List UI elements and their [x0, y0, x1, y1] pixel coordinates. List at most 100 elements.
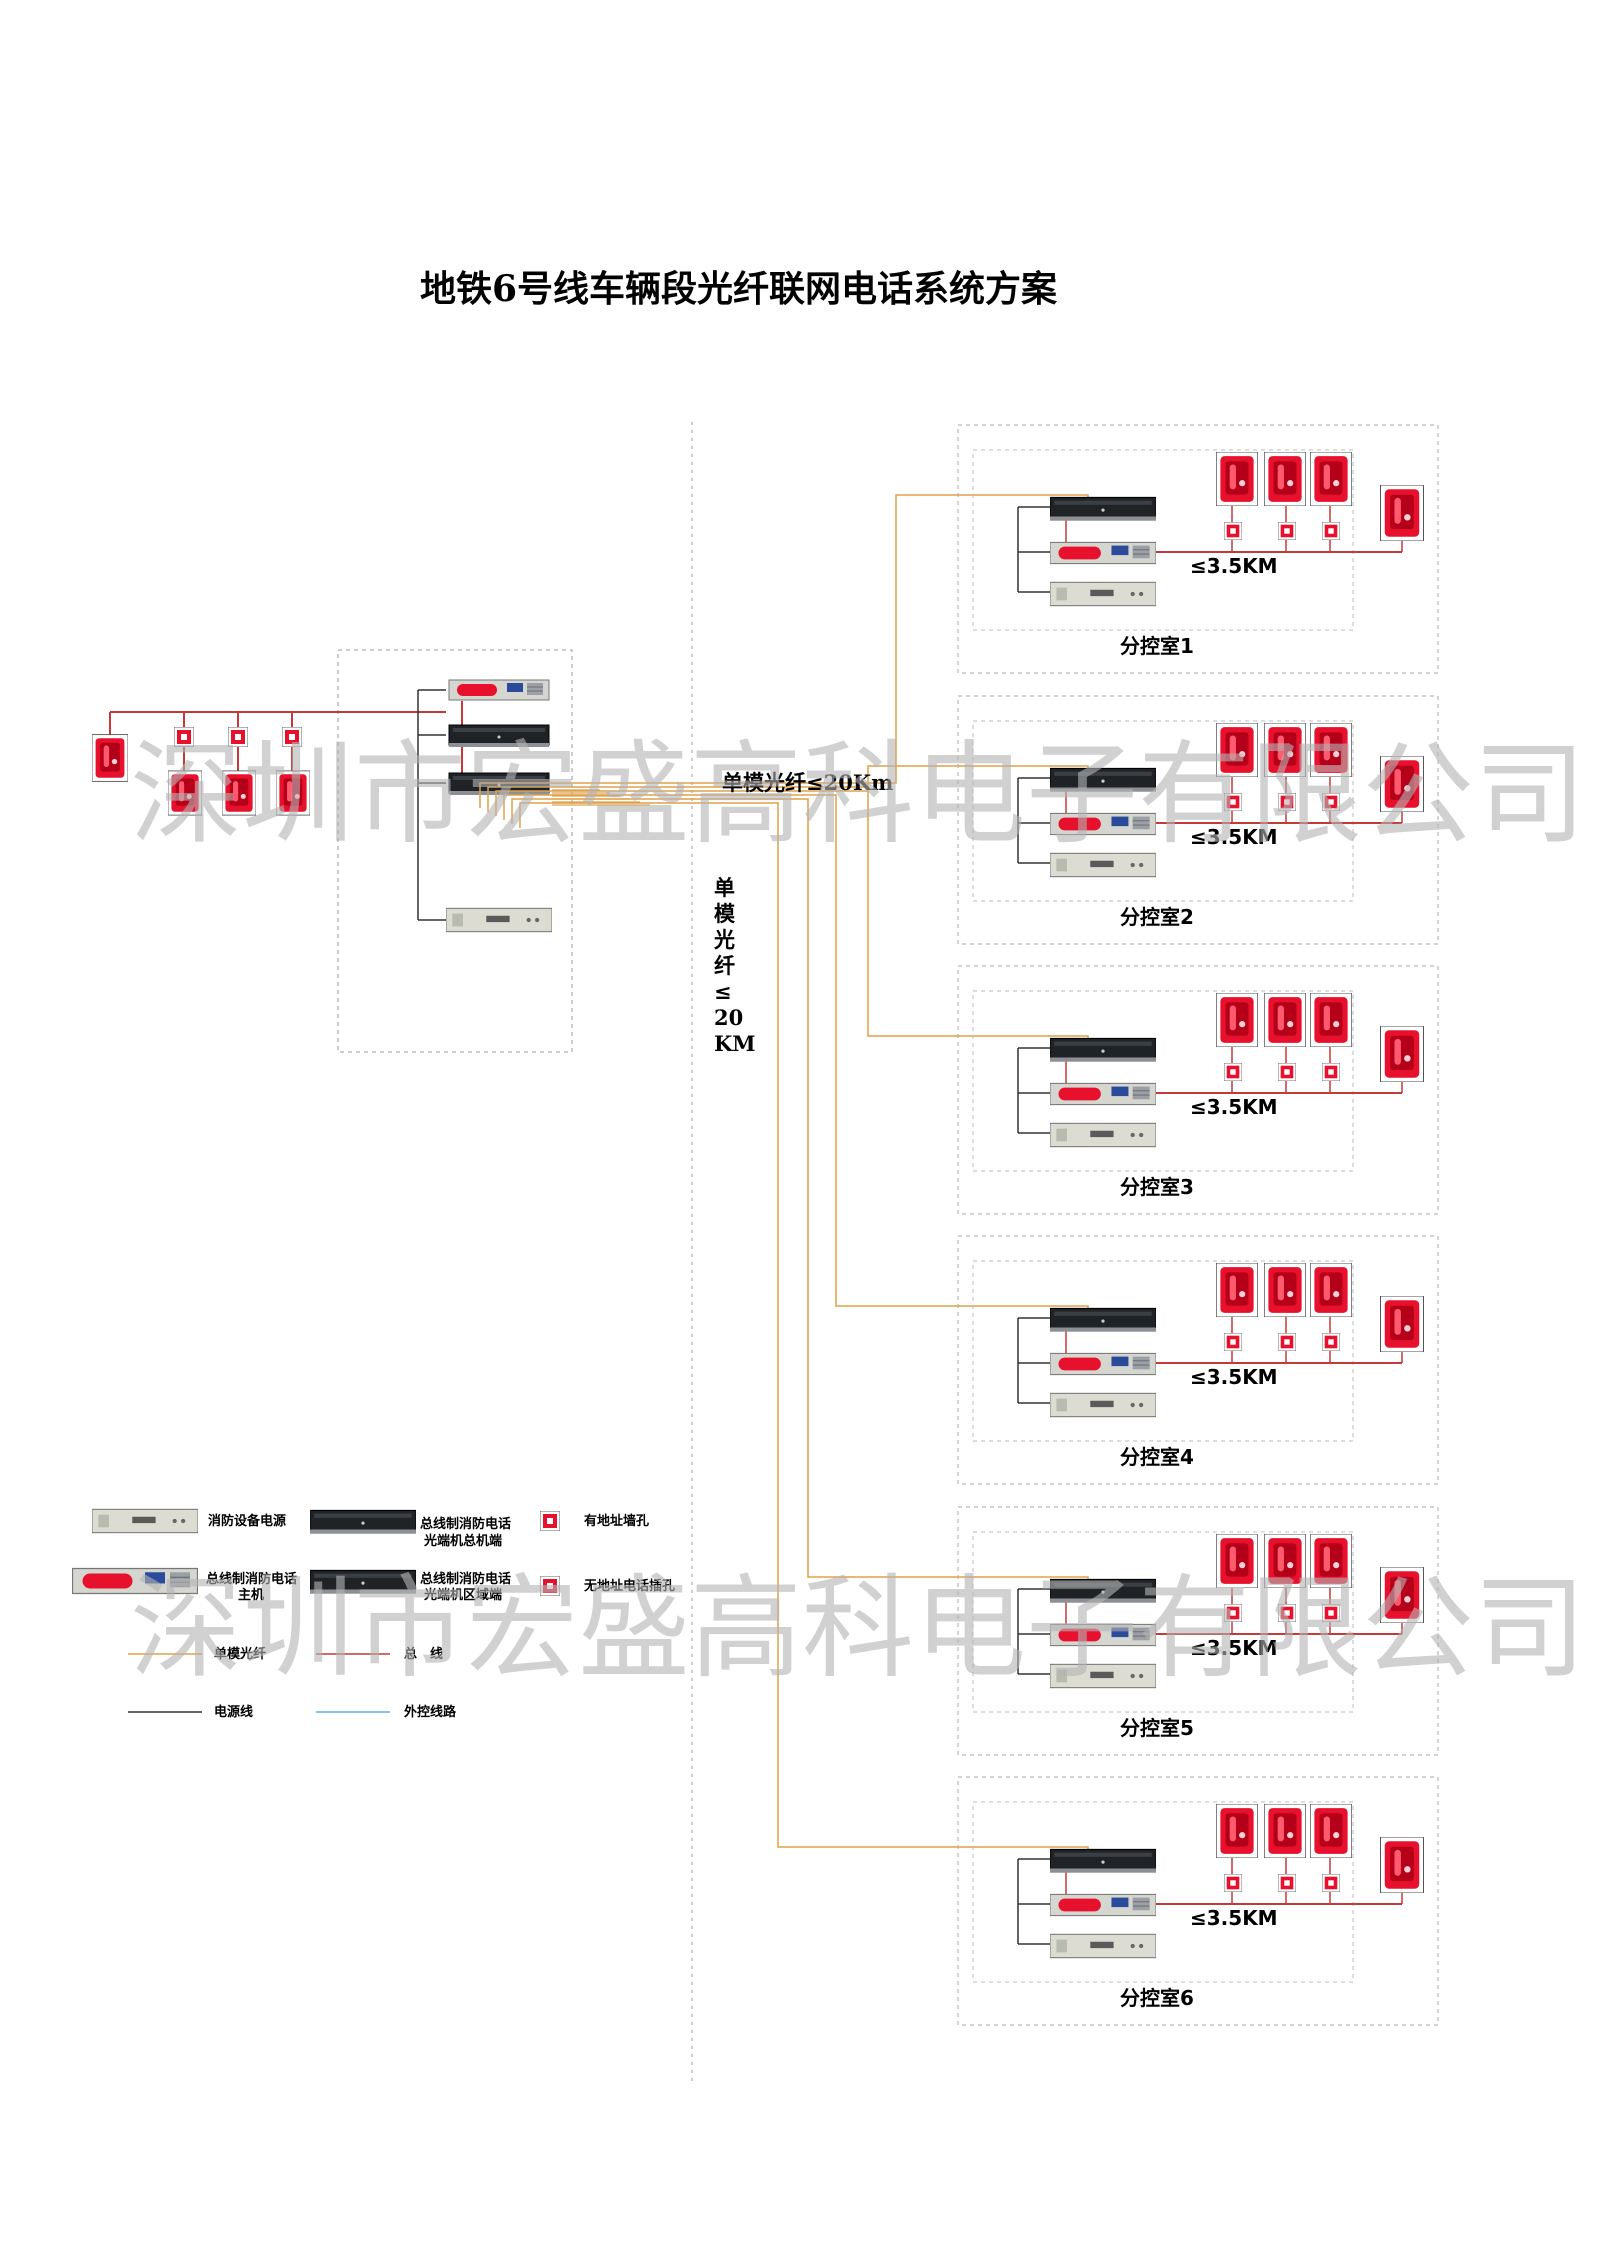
- room-outer-box: [957, 1235, 1439, 1485]
- legend-bus-line-label: 总 线: [404, 1646, 443, 1662]
- main-power-supply: [446, 907, 552, 933]
- diagram-title: 地铁6号线车辆段光纤联网电话系统方案: [420, 268, 1058, 310]
- room-name: 分控室6: [1120, 1986, 1194, 2010]
- fiber-label-vertical-char: ≤: [714, 979, 732, 1004]
- room-phone-host: [1050, 1082, 1156, 1106]
- room-power-supply: [1050, 1392, 1156, 1418]
- room-phone-host: [1050, 1893, 1156, 1917]
- room-fiber-unit: [1050, 1848, 1156, 1873]
- legend-fiber-host-label: 光端机总机端: [423, 1533, 502, 1549]
- room-jack-icon: [1322, 522, 1340, 540]
- legend-external-line-label: 外控线路: [403, 1704, 457, 1720]
- fiber-label-vertical-char: 纤: [714, 953, 735, 978]
- room-distance-label: ≤3.5KM: [1190, 554, 1278, 578]
- room-fiber-unit: [1050, 1037, 1156, 1062]
- room-phone-icon: [1310, 452, 1352, 506]
- room-phone-icon: [1216, 993, 1258, 1047]
- fiber-route: [511, 798, 1089, 1579]
- room-phone-icon: [1264, 1263, 1306, 1317]
- legend-fiber-host-icon: [310, 1509, 416, 1535]
- room-outer-box: [957, 965, 1439, 1215]
- room-outer-box: [957, 1776, 1439, 2026]
- legend-fiber-line-label: 单模光纤: [214, 1646, 266, 1662]
- main-phone-host: [448, 679, 550, 701]
- legend-power-line-label: 电源线: [214, 1704, 253, 1720]
- fiber-label-horizontal: 单模光纤≤20Km: [722, 770, 893, 795]
- fiber-label-vertical-char: KM: [714, 1031, 756, 1056]
- room-distance-label: ≤3.5KM: [1190, 1906, 1278, 1930]
- fiber-label-vertical-char: 模: [714, 901, 736, 926]
- sub-control-room: ≤3.5KM 分控室3: [957, 965, 1439, 1215]
- room-phone-host: [1050, 1352, 1156, 1376]
- room-power-supply: [1050, 1933, 1156, 1959]
- sub-control-room: ≤3.5KM 分控室5: [957, 1506, 1439, 1756]
- room-phone-icon: [1264, 452, 1306, 506]
- legend: 消防设备电源 总线制消防电话 光端机总机端 有地址墙孔 总线制消防电话 主机 总…: [72, 1508, 675, 1720]
- fiber-route: [487, 765, 1089, 812]
- legend-fiber-zone-label: 光端机区域端: [423, 1587, 502, 1603]
- room-distance-label: ≤3.5KM: [1190, 1636, 1278, 1660]
- room-phone-icon: [1264, 993, 1306, 1047]
- fiber-label-vertical-char: 单: [714, 875, 735, 900]
- watermark: 深圳市宏盛高科电子有限公司: [130, 730, 1586, 860]
- room-phone-host: [1050, 541, 1156, 565]
- room-phone-icon: [1380, 1026, 1424, 1082]
- fiber-routes: [479, 494, 1089, 1849]
- legend-power-icon: [92, 1508, 198, 1534]
- room-jack-icon: [1224, 1333, 1242, 1351]
- sub-control-rooms: ≤3.5KM 分控室1 ≤3.5KM 分控室2 ≤3.5KM 分控室3 ≤3.5KM 分控室4…: [957, 424, 1439, 2026]
- legend-addressed-jack-icon: [540, 1511, 560, 1531]
- sub-control-room: ≤3.5KM 分控室4: [957, 1235, 1439, 1485]
- room-jack-icon: [1278, 522, 1296, 540]
- watermark: 深圳市宏盛高科电子有限公司: [130, 1564, 1586, 1694]
- sub-control-room: ≤3.5KM 分控室1: [957, 424, 1439, 674]
- room-jack-icon: [1278, 1333, 1296, 1351]
- room-name: 分控室5: [1120, 1716, 1194, 1740]
- room-jack-icon: [1278, 1874, 1296, 1892]
- legend-fiber-host-label: 总线制消防电话: [420, 1516, 511, 1532]
- room-distance-label: ≤3.5KM: [1190, 825, 1278, 849]
- legend-power-label: 消防设备电源: [208, 1513, 286, 1529]
- main-control-group: [92, 649, 573, 1053]
- room-phone-icon: [1380, 485, 1424, 541]
- room-phone-icon: [1264, 1804, 1306, 1858]
- room-outer-box: [957, 695, 1439, 945]
- room-fiber-unit: [1050, 1307, 1156, 1332]
- room-name: 分控室1: [1120, 634, 1194, 658]
- legend-phone-host-label: 主机: [238, 1587, 264, 1603]
- room-distance-label: ≤3.5KM: [1190, 1365, 1278, 1389]
- legend-addressed-jack-label: 有地址墙孔: [584, 1513, 649, 1529]
- room-jack-icon: [1322, 1333, 1340, 1351]
- main-phone-icon: [92, 734, 128, 782]
- room-jack-icon: [1224, 522, 1242, 540]
- room-outer-box: [957, 1506, 1439, 1756]
- room-name: 分控室4: [1120, 1445, 1194, 1469]
- room-fiber-unit: [1050, 496, 1156, 521]
- room-outer-box: [957, 424, 1439, 674]
- fiber-route: [519, 802, 1089, 1849]
- room-jack-icon: [1322, 1874, 1340, 1892]
- room-phone-icon: [1380, 1296, 1424, 1352]
- room-phone-icon: [1310, 1263, 1352, 1317]
- legend-fiber-zone-label: 总线制消防电话: [420, 1571, 511, 1587]
- room-jack-icon: [1224, 1063, 1242, 1081]
- fiber-label-vertical-char: 20: [714, 1005, 743, 1030]
- fiber-route: [503, 794, 1089, 1308]
- room-phone-icon: [1216, 452, 1258, 506]
- fiber-route: [495, 790, 1089, 1038]
- room-name: 分控室3: [1120, 1175, 1194, 1199]
- room-phone-icon: [1380, 1837, 1424, 1893]
- sub-control-room: ≤3.5KM 分控室6: [957, 1776, 1439, 2026]
- room-jack-icon: [1278, 1063, 1296, 1081]
- room-jack-icon: [1322, 1063, 1340, 1081]
- main-control-box: [337, 649, 573, 1053]
- room-phone-icon: [1310, 993, 1352, 1047]
- room-phone-icon: [1216, 1263, 1258, 1317]
- room-jack-icon: [1224, 1874, 1242, 1892]
- fiber-route: [479, 494, 1089, 808]
- room-distance-label: ≤3.5KM: [1190, 1095, 1278, 1119]
- sub-control-room: ≤3.5KM 分控室2: [957, 695, 1439, 945]
- room-name: 分控室2: [1120, 905, 1194, 929]
